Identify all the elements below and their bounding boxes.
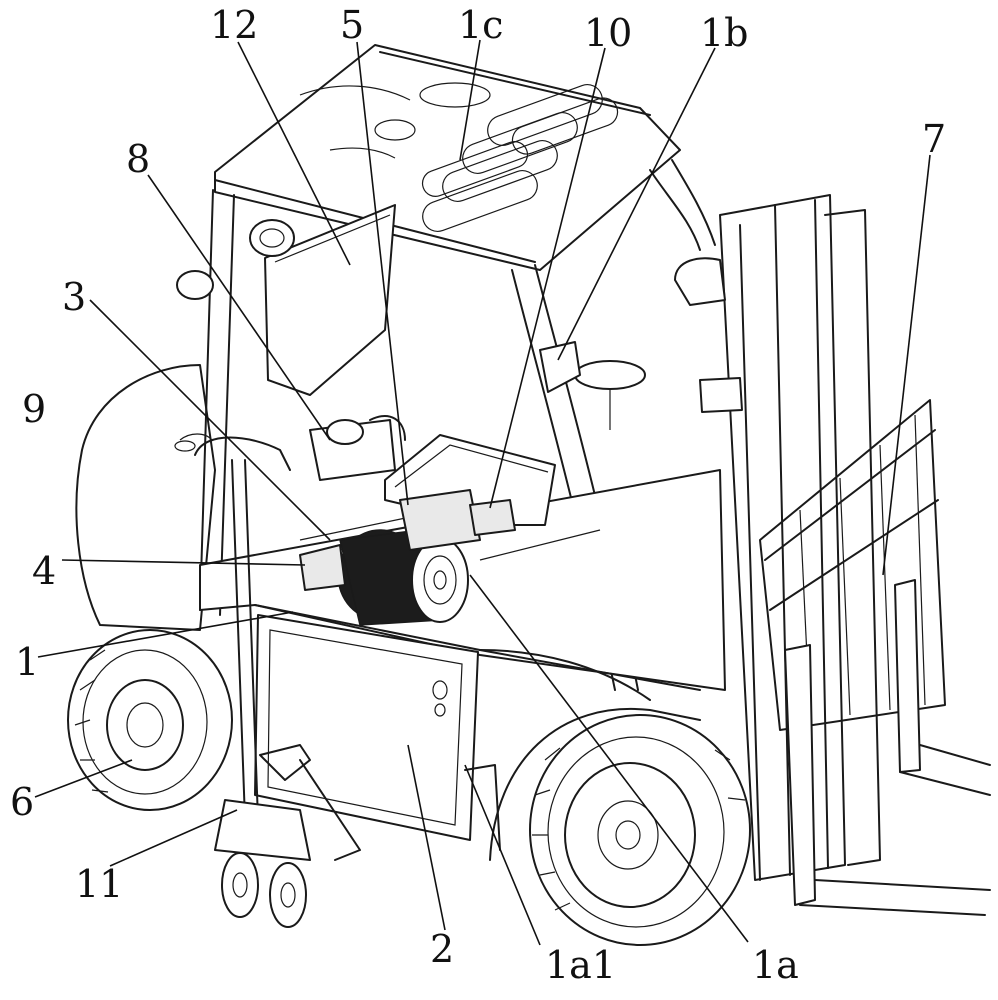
leader-8 [147,174,331,441]
label-1b: 1b [700,11,749,55]
label-8: 8 [126,137,150,181]
front-fender [464,707,701,861]
leader-1a1 [464,764,541,946]
hood-panel [264,204,396,396]
reference-labels: 12 5 1c 10 1b 8 7 3 9 4 1 6 11 2 1a1 1a [10,3,946,987]
label-10: 10 [584,11,632,55]
rear-lamps [176,219,295,300]
label-11: 11 [75,862,123,906]
leader-11 [109,809,238,867]
label-3: 3 [62,275,86,319]
load-backrest [759,399,946,731]
caster-wheels [221,852,307,928]
counterweight [75,364,216,631]
label-1c: 1c [458,3,503,47]
tiller-handle [194,436,361,861]
label-7: 7 [922,117,946,161]
label-5: 5 [340,3,364,47]
forks [784,579,991,916]
label-6: 6 [10,780,34,824]
label-1a1: 1a1 [545,943,616,987]
front-wheel [529,714,751,946]
leader-1a [469,574,749,943]
leader-lines [34,39,931,946]
leader-5 [356,41,409,506]
label-12: 12 [210,3,258,47]
leader-1 [37,611,294,658]
label-4: 4 [32,549,56,593]
leader-2 [407,744,446,931]
label-1a: 1a [752,943,799,987]
leader-3 [89,299,331,541]
leader-6 [34,759,133,798]
leader-10 [489,47,606,509]
roof-slots [421,84,619,232]
traction-motor [299,529,469,626]
leader-1b [557,47,716,361]
steering-wheel [539,341,646,430]
label-1: 1 [15,640,39,684]
leader-12 [237,41,351,266]
rear-wheel [67,629,233,811]
leader-1c [459,39,481,161]
label-2: 2 [430,927,454,971]
leader-7 [882,154,931,576]
battery-door [254,614,479,841]
electrical-components [309,415,516,551]
leader-4 [61,559,306,566]
mast [674,194,881,881]
label-9: 9 [22,387,46,431]
